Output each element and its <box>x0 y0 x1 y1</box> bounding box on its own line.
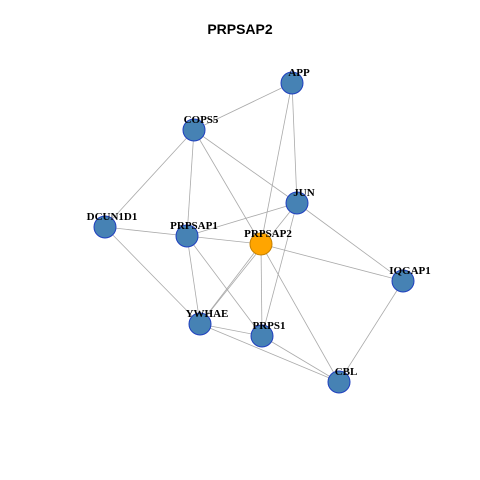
node-label-prps1: PRPS1 <box>253 320 286 332</box>
edge-prpsap1-prpsap2 <box>186 235 262 245</box>
node-prps1 <box>250 324 274 348</box>
edge-jun-iqgap1 <box>296 202 404 282</box>
node-dcun1d1 <box>93 215 117 239</box>
node-cops5 <box>182 118 206 142</box>
edge-jun-prps1 <box>261 202 298 337</box>
edge-cops5-prpsap2 <box>193 129 262 245</box>
node-app <box>280 71 304 95</box>
node-label-app: APP <box>288 67 310 79</box>
edge-jun-ywhae <box>199 202 298 325</box>
edge-dcun1d1-ywhae <box>104 226 201 325</box>
node-label-prpsap1: PRPSAP1 <box>170 220 218 232</box>
node-label-dcun1d1: DCUN1D1 <box>87 211 138 223</box>
node-label-iqgap1: IQGAP1 <box>389 265 431 277</box>
node-label-cops5: COPS5 <box>184 114 219 126</box>
edge-ywhae-cbl <box>199 323 340 383</box>
node-label-prpsap2: PRPSAP2 <box>244 228 292 240</box>
edge-prpsap2-ywhae <box>199 243 262 325</box>
edge-dcun1d1-prpsap1 <box>104 226 188 237</box>
edge-cops5-jun <box>193 129 298 204</box>
edge-prpsap2-prps1 <box>260 243 263 337</box>
node-label-cbl: CBL <box>335 366 358 378</box>
edge-jun-prpsap1 <box>186 202 298 237</box>
node-layer <box>93 71 415 394</box>
figure-title: PRPSAP2 <box>207 21 273 37</box>
edge-cops5-dcun1d1 <box>104 129 195 228</box>
edge-prpsap1-ywhae <box>186 235 201 325</box>
edge-app-jun <box>291 82 298 204</box>
edge-iqgap1-cbl <box>338 280 404 383</box>
edge-app-prpsap2 <box>260 82 293 245</box>
edge-prps1-cbl <box>261 335 340 383</box>
node-cbl <box>327 370 351 394</box>
edge-cops5-prpsap1 <box>186 129 195 237</box>
node-label-jun: JUN <box>293 187 314 199</box>
node-iqgap1 <box>391 269 415 293</box>
edge-app-cops5 <box>193 82 293 131</box>
node-ywhae <box>188 312 212 336</box>
node-label-ywhae: YWHAE <box>186 308 229 320</box>
edge-prpsap1-prps1 <box>186 235 263 337</box>
edge-layer <box>104 82 404 383</box>
node-prpsap2 <box>249 232 273 256</box>
edge-prpsap2-cbl <box>260 243 340 383</box>
node-prpsap1 <box>175 224 199 248</box>
node-jun <box>285 191 309 215</box>
edge-prpsap2-iqgap1 <box>260 243 404 282</box>
